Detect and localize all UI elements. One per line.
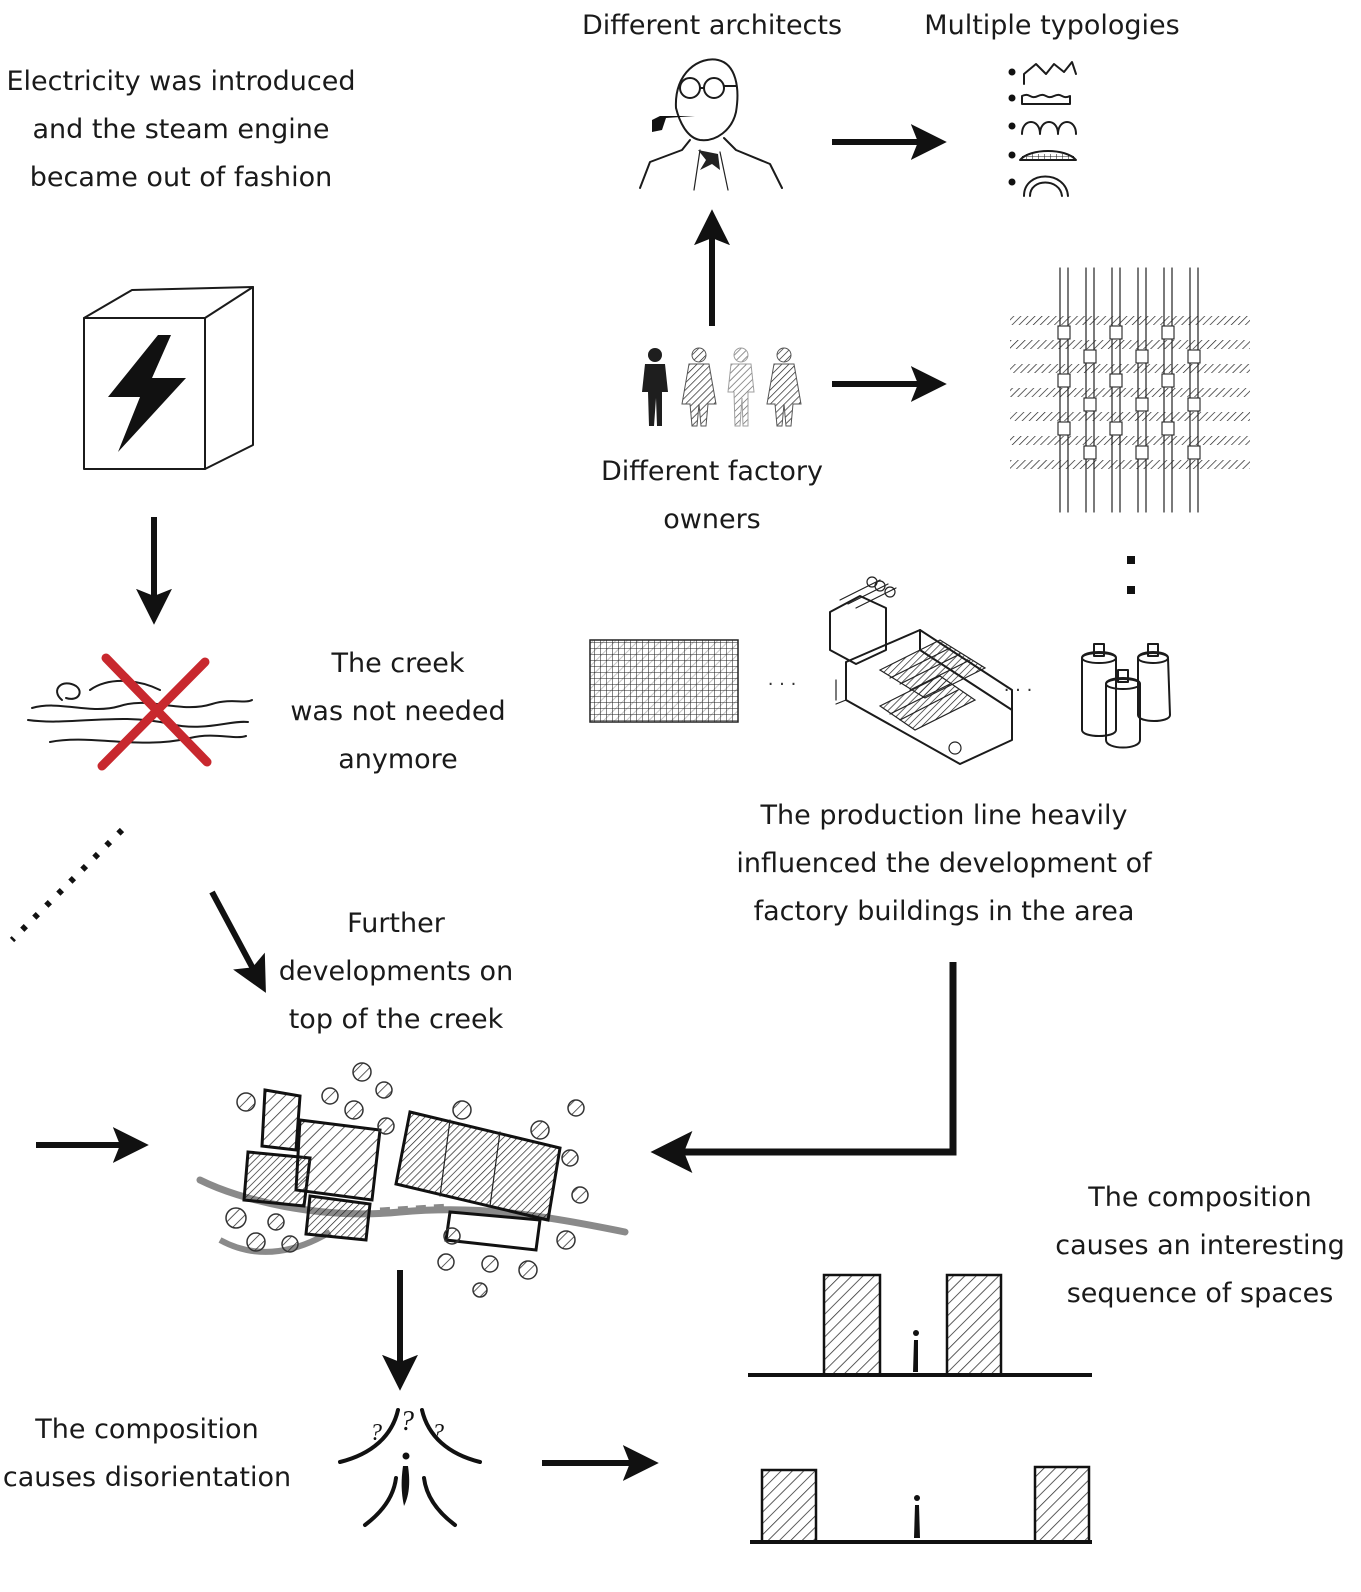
factory-owners-icon bbox=[642, 347, 802, 427]
svg-text:?: ? bbox=[370, 1420, 382, 1446]
typologies-label: Multiple typologies bbox=[924, 10, 1180, 41]
electricity-label: Electricity was introduced and the steam… bbox=[6, 66, 356, 193]
sequence-label: The composition causes an interesting se… bbox=[1055, 1182, 1345, 1309]
lightning-cube-icon bbox=[83, 286, 254, 470]
fabric-swatch-icon bbox=[589, 639, 739, 723]
arrow-elbow bbox=[650, 962, 957, 1173]
production-label: The production line heavily influenced t… bbox=[736, 800, 1152, 927]
disorientation-icon: ? ? ? bbox=[338, 1406, 482, 1527]
loom-machine-icon bbox=[829, 576, 1013, 765]
svg-text:?: ? bbox=[432, 1420, 444, 1446]
further-label: Further developments on top of the creek bbox=[278, 908, 514, 1035]
arrow-diagonal bbox=[209, 890, 266, 993]
creek-label: The creek was not needed anymore bbox=[290, 648, 506, 775]
owners-label: Different factory owners bbox=[601, 456, 823, 535]
woven-fabric-icon bbox=[1010, 267, 1250, 513]
typology-roofs-icon bbox=[1008, 61, 1077, 197]
ellipsis-dot bbox=[1127, 586, 1135, 594]
architect-portrait-icon bbox=[639, 58, 783, 191]
yarn-spools-icon bbox=[1081, 643, 1171, 749]
disorientation-label: The composition causes disorientation bbox=[2, 1414, 292, 1493]
svg-text:?: ? bbox=[400, 1406, 414, 1437]
dots-separator: · · · bbox=[768, 674, 797, 695]
dotted-connector bbox=[9, 827, 125, 943]
ellipsis-dot bbox=[1127, 556, 1135, 564]
dots-separator: · · · bbox=[1004, 680, 1033, 701]
crossed-creek-icon bbox=[27, 653, 253, 771]
site-plan-icon bbox=[196, 1062, 629, 1298]
spaces-sequence-icon bbox=[748, 1273, 1092, 1544]
architects-label: Different architects bbox=[581, 10, 843, 41]
